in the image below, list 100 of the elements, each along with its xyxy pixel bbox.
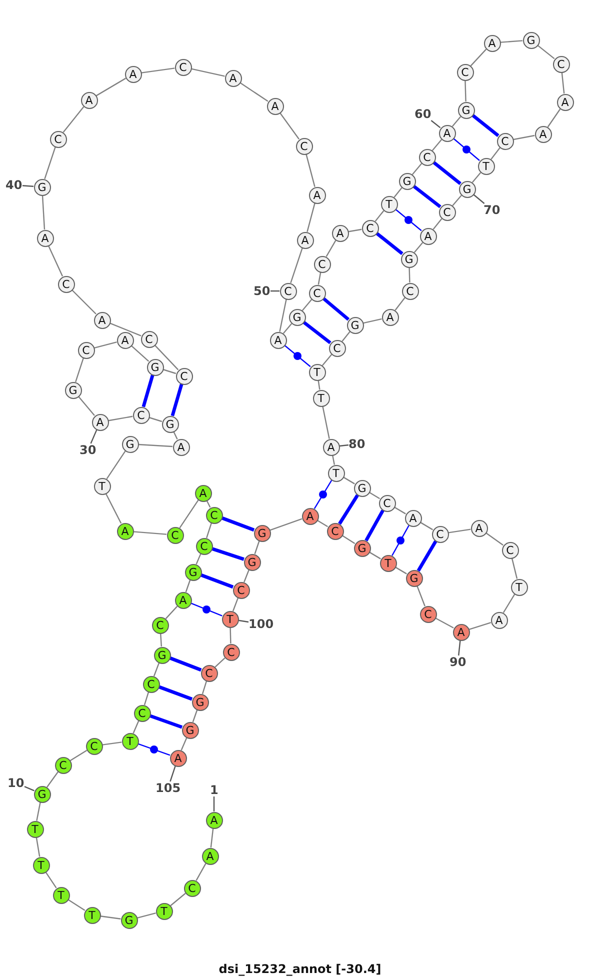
base-pair-line bbox=[169, 656, 202, 672]
nucleotide-circle: C bbox=[502, 542, 518, 558]
backbone-line bbox=[180, 738, 188, 750]
nucleotide-circle: A bbox=[206, 812, 222, 828]
nucleotide-circle: A bbox=[172, 438, 190, 456]
nucleotide-circle: C bbox=[438, 204, 456, 220]
backbone-line bbox=[132, 720, 140, 734]
backbone-line bbox=[144, 692, 150, 706]
nucleotide-circle: A bbox=[470, 520, 488, 536]
nucleotide-circle: T bbox=[380, 196, 398, 212]
nucleotide-circle: C bbox=[206, 506, 222, 524]
backbone-line bbox=[75, 358, 84, 382]
backbone-line bbox=[561, 72, 565, 94]
nucleotide-circle: G bbox=[162, 416, 178, 432]
base-pair-line bbox=[432, 160, 462, 186]
backbone-line bbox=[162, 368, 176, 374]
backbone-line bbox=[202, 680, 208, 694]
nucleotide-circle: C bbox=[232, 582, 250, 598]
nucleotide-circle: A bbox=[302, 508, 318, 524]
backbone-line bbox=[165, 606, 178, 620]
base-pair-line bbox=[149, 714, 183, 729]
nucleotide-circle: T bbox=[52, 886, 70, 904]
backbone-line bbox=[470, 48, 487, 66]
backbone-line bbox=[412, 163, 422, 175]
nucleotide-circle: T bbox=[26, 820, 44, 838]
backbone-line bbox=[513, 134, 535, 140]
backbone-line bbox=[153, 662, 160, 676]
base-pair-line bbox=[416, 540, 438, 572]
backbone-line bbox=[244, 570, 250, 582]
backbone-line bbox=[137, 912, 156, 918]
nucleotide-circle: C bbox=[432, 526, 448, 542]
nucleotide-circle: A bbox=[484, 34, 500, 52]
nucleotide-circle: C bbox=[134, 704, 150, 722]
nucleotide-circle: A bbox=[332, 224, 348, 242]
backbone-line bbox=[394, 297, 406, 311]
base-pair-line bbox=[395, 208, 422, 232]
position-number: 90 bbox=[450, 656, 466, 668]
base-pair-line bbox=[221, 516, 255, 532]
leader-line bbox=[339, 444, 349, 447]
nucleotide-circle: G bbox=[192, 694, 208, 710]
backbone-line bbox=[148, 416, 162, 422]
backbone-line bbox=[416, 586, 426, 606]
nucleotide-circle: A bbox=[194, 484, 212, 502]
backbone-line bbox=[110, 322, 142, 336]
backbone-line bbox=[192, 710, 198, 722]
backbone-line bbox=[420, 522, 433, 530]
nucleotide-circle: C bbox=[78, 342, 94, 358]
nucleotide-circle: C bbox=[420, 606, 436, 622]
backbone-line bbox=[468, 622, 492, 630]
nucleotide-circle: C bbox=[326, 522, 344, 540]
backbone-line bbox=[408, 267, 410, 283]
backbone-line bbox=[342, 535, 356, 544]
backbone-line bbox=[44, 146, 56, 180]
backbone-line bbox=[342, 331, 350, 342]
nucleotide-circle: A bbox=[452, 624, 470, 640]
base-pair-line bbox=[364, 510, 384, 542]
base-pair-line bbox=[302, 320, 332, 344]
nucleotide-circle: G bbox=[154, 646, 170, 664]
backbone-line bbox=[133, 531, 167, 535]
nucleotide-circle: A bbox=[124, 66, 142, 82]
backbone-line bbox=[45, 872, 57, 888]
nucleotide-circle: A bbox=[296, 232, 314, 248]
nucleotide-circle: A bbox=[382, 308, 398, 326]
nucleotide-circle: A bbox=[556, 94, 574, 110]
backbone-line bbox=[78, 396, 95, 416]
nucleotide-circle: C bbox=[308, 284, 326, 302]
leader-line bbox=[90, 430, 98, 444]
backbone-line bbox=[105, 493, 122, 524]
backbone-line bbox=[62, 106, 84, 133]
nucleotide-circle: A bbox=[404, 510, 422, 526]
backbone-line bbox=[318, 380, 320, 390]
nucleotide-circle: C bbox=[152, 616, 168, 634]
backbone-line bbox=[394, 506, 406, 514]
position-number: 80 bbox=[348, 438, 366, 450]
backbone-line bbox=[191, 68, 225, 77]
nucleotide-circle: C bbox=[552, 56, 570, 72]
base-pair-line bbox=[453, 138, 480, 161]
nucleotide-circle: G bbox=[64, 382, 82, 398]
backbone-line bbox=[154, 344, 179, 370]
nucleotide-circle: G bbox=[122, 436, 138, 452]
backbone-line bbox=[306, 203, 316, 232]
backbone-line bbox=[94, 342, 117, 348]
position-number: 105 bbox=[156, 782, 181, 794]
backbone-line bbox=[490, 147, 500, 160]
base-pair-line bbox=[284, 344, 311, 368]
nucleotide-circle: T bbox=[510, 578, 528, 596]
backbone-line bbox=[369, 552, 381, 560]
backbone-line bbox=[290, 248, 303, 284]
backbone-line bbox=[240, 82, 268, 102]
nucleotide-circle: A bbox=[534, 126, 552, 142]
backbone-line bbox=[170, 892, 186, 906]
backbone-line bbox=[173, 431, 178, 440]
nucleotide-circle: G bbox=[400, 250, 418, 268]
nucleotide-circle: C bbox=[196, 538, 212, 554]
nucleotide-circle: C bbox=[314, 256, 330, 272]
nucleotide-circle: C bbox=[362, 220, 378, 236]
nucleotide-circle: C bbox=[176, 368, 192, 384]
backbone-line bbox=[452, 116, 462, 127]
position-number: 30 bbox=[80, 444, 96, 456]
nucleotide-circle: A bbox=[94, 312, 110, 328]
